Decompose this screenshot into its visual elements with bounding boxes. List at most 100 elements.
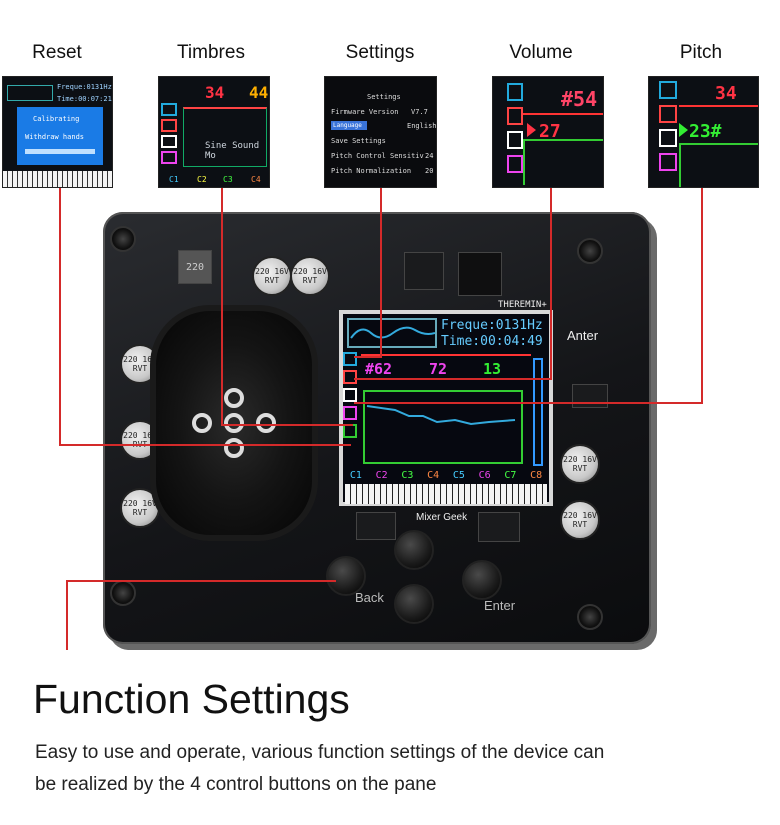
down-button[interactable] <box>394 584 434 624</box>
calibrating-text: Calibrating <box>33 115 80 123</box>
capacitor-3-text: 220 16V RVT <box>123 355 157 373</box>
thumb-pitch: 34 23# <box>648 76 759 188</box>
lcd-time: Time:00:04:49 <box>441 334 543 349</box>
lcd-note-c6: C6 <box>478 470 491 481</box>
settings-icon <box>343 406 357 420</box>
speaker <box>150 305 318 541</box>
callout-pitch-v <box>701 188 703 404</box>
thumb-timbres-num2: 44 <box>249 83 269 102</box>
ant-label: Anter <box>567 328 599 343</box>
model-label: THEREMIN+ <box>498 300 547 310</box>
chip-b <box>572 384 608 408</box>
label-timbres: Timbres <box>177 42 245 63</box>
thumb-settings: Settings Firmware Version V7.7 Language … <box>324 76 437 188</box>
wave-icon <box>350 326 435 339</box>
capacitor-2-text: 220 16V RVT <box>293 267 327 285</box>
thumb-timbres-c2: C2 <box>197 175 207 184</box>
pitch-graph <box>366 405 516 426</box>
label-settings: Settings <box>345 42 415 63</box>
callout-reset-v <box>59 188 61 446</box>
thumb-pitch-num1: 34 <box>715 83 737 104</box>
thumb-timbres-c3: C3 <box>223 175 233 184</box>
inductor: 220 <box>178 250 212 284</box>
thumb-volume-num2: 27 <box>539 121 561 142</box>
pitch-icon <box>343 388 357 402</box>
thumb-settings-row2-k: Save Settings <box>331 137 386 145</box>
capacitor-7: 220 16V RVT <box>560 500 600 540</box>
thumb-settings-row1-k: Language <box>333 122 362 129</box>
thumb-settings-row4-k: Pitch Normalization <box>331 167 412 175</box>
chip-a <box>404 252 444 290</box>
callout-reset-h <box>59 444 351 446</box>
timbre-icon <box>343 352 357 366</box>
thumb-reset-freq: Freque:0131Hz <box>57 83 112 91</box>
thumb-volume: #54 27 <box>492 76 604 188</box>
lcd-val-2: 72 <box>429 360 448 378</box>
capacitor-7-text: 220 16V RVT <box>563 511 597 529</box>
thumb-settings-header: Settings <box>367 93 401 101</box>
volume-icon <box>343 370 357 384</box>
thumb-timbres-text: Sine Sound Mo <box>205 141 260 161</box>
callout-settings-v <box>380 188 382 358</box>
capacitor-1: 220 16V RVT <box>252 256 292 296</box>
label-pitch: Pitch <box>679 42 723 63</box>
lcd-note-c1: C1 <box>349 470 362 481</box>
mcu-chip <box>458 252 502 296</box>
thumb-reset: Freque:0131Hz Time:00:07:21 Calibrating … <box>2 76 113 188</box>
enter-button[interactable] <box>462 560 502 600</box>
screw-bottom-left <box>110 580 136 606</box>
brand-label: Mixer Geek <box>416 512 468 523</box>
callout-timbres-v <box>221 188 223 426</box>
thumb-volume-num1: #54 <box>561 87 598 111</box>
inductor-label: 220 <box>185 261 205 273</box>
capacitor-5-text: 220 16V RVT <box>123 499 157 517</box>
capacitor-6-text: 220 16V RVT <box>563 455 597 473</box>
lcd-note-c4: C4 <box>427 470 440 481</box>
lcd-note-c7: C7 <box>504 470 517 481</box>
screw-bottom-right <box>577 604 603 630</box>
lcd-note-c2: C2 <box>375 470 388 481</box>
thumb-pitch-num2: 23# <box>689 121 722 142</box>
capacitor-2: 220 16V RVT <box>290 256 330 296</box>
lcd-note-c3: C3 <box>401 470 414 481</box>
withdraw-text: Withdraw hands <box>25 133 85 141</box>
thumb-reset-time: Time:00:07:21 <box>57 95 112 103</box>
lcd-screen: Freque:0131Hz Time:00:04:49 #62 72 13 C1… <box>339 310 553 506</box>
description-line-1: Easy to use and operate, various functio… <box>35 742 605 763</box>
thumb-timbres: 34 44 Sine Sound Mo C1 C2 C3 C4 <box>158 76 270 188</box>
thumb-timbres-num1: 34 <box>205 83 225 102</box>
lcd-note-c5: C5 <box>452 470 465 481</box>
screw-top-right <box>577 238 603 264</box>
callout-volume-v <box>550 188 552 380</box>
chip-c <box>356 512 396 540</box>
capacitor-1-text: 220 16V RVT <box>255 267 289 285</box>
chip-d <box>478 512 520 542</box>
label-volume: Volume <box>509 42 573 63</box>
screw-top-left <box>110 226 136 252</box>
callout-back-v <box>66 580 68 650</box>
lcd-note-c8: C8 <box>530 470 543 481</box>
thumb-timbres-c1: C1 <box>169 175 179 184</box>
callout-timbres-h <box>221 424 353 426</box>
capacitor-6: 220 16V RVT <box>560 444 600 484</box>
thumb-timbres-c4: C4 <box>251 175 261 184</box>
capacitor-3: 220 16V RVT <box>120 344 160 384</box>
thumb-settings-row1-v: English <box>407 122 437 130</box>
callout-volume-h <box>354 378 552 380</box>
enter-label: Enter <box>484 598 516 613</box>
up-button[interactable] <box>394 530 434 570</box>
back-label: Back <box>355 590 384 605</box>
thumb-settings-row3-k: Pitch Control Sensitiv <box>331 152 424 160</box>
reset-icon <box>343 424 357 438</box>
back-button[interactable] <box>326 556 366 596</box>
label-reset: Reset <box>32 42 82 63</box>
thumb-settings-row4-v: 20 <box>425 167 434 175</box>
lcd-val-1: #62 <box>365 360 393 378</box>
description-line-2: be realized by the 4 control buttons on … <box>35 774 437 795</box>
page-title: Function Settings <box>33 676 350 722</box>
calibrating-dialog: Calibrating Withdraw hands <box>17 107 103 165</box>
thumb-settings-row3-v: 24 <box>425 152 434 160</box>
thumb-settings-row0-k: Firmware Version <box>331 108 399 116</box>
callout-settings-h <box>354 356 382 358</box>
lcd-val-3: 13 <box>483 360 502 378</box>
